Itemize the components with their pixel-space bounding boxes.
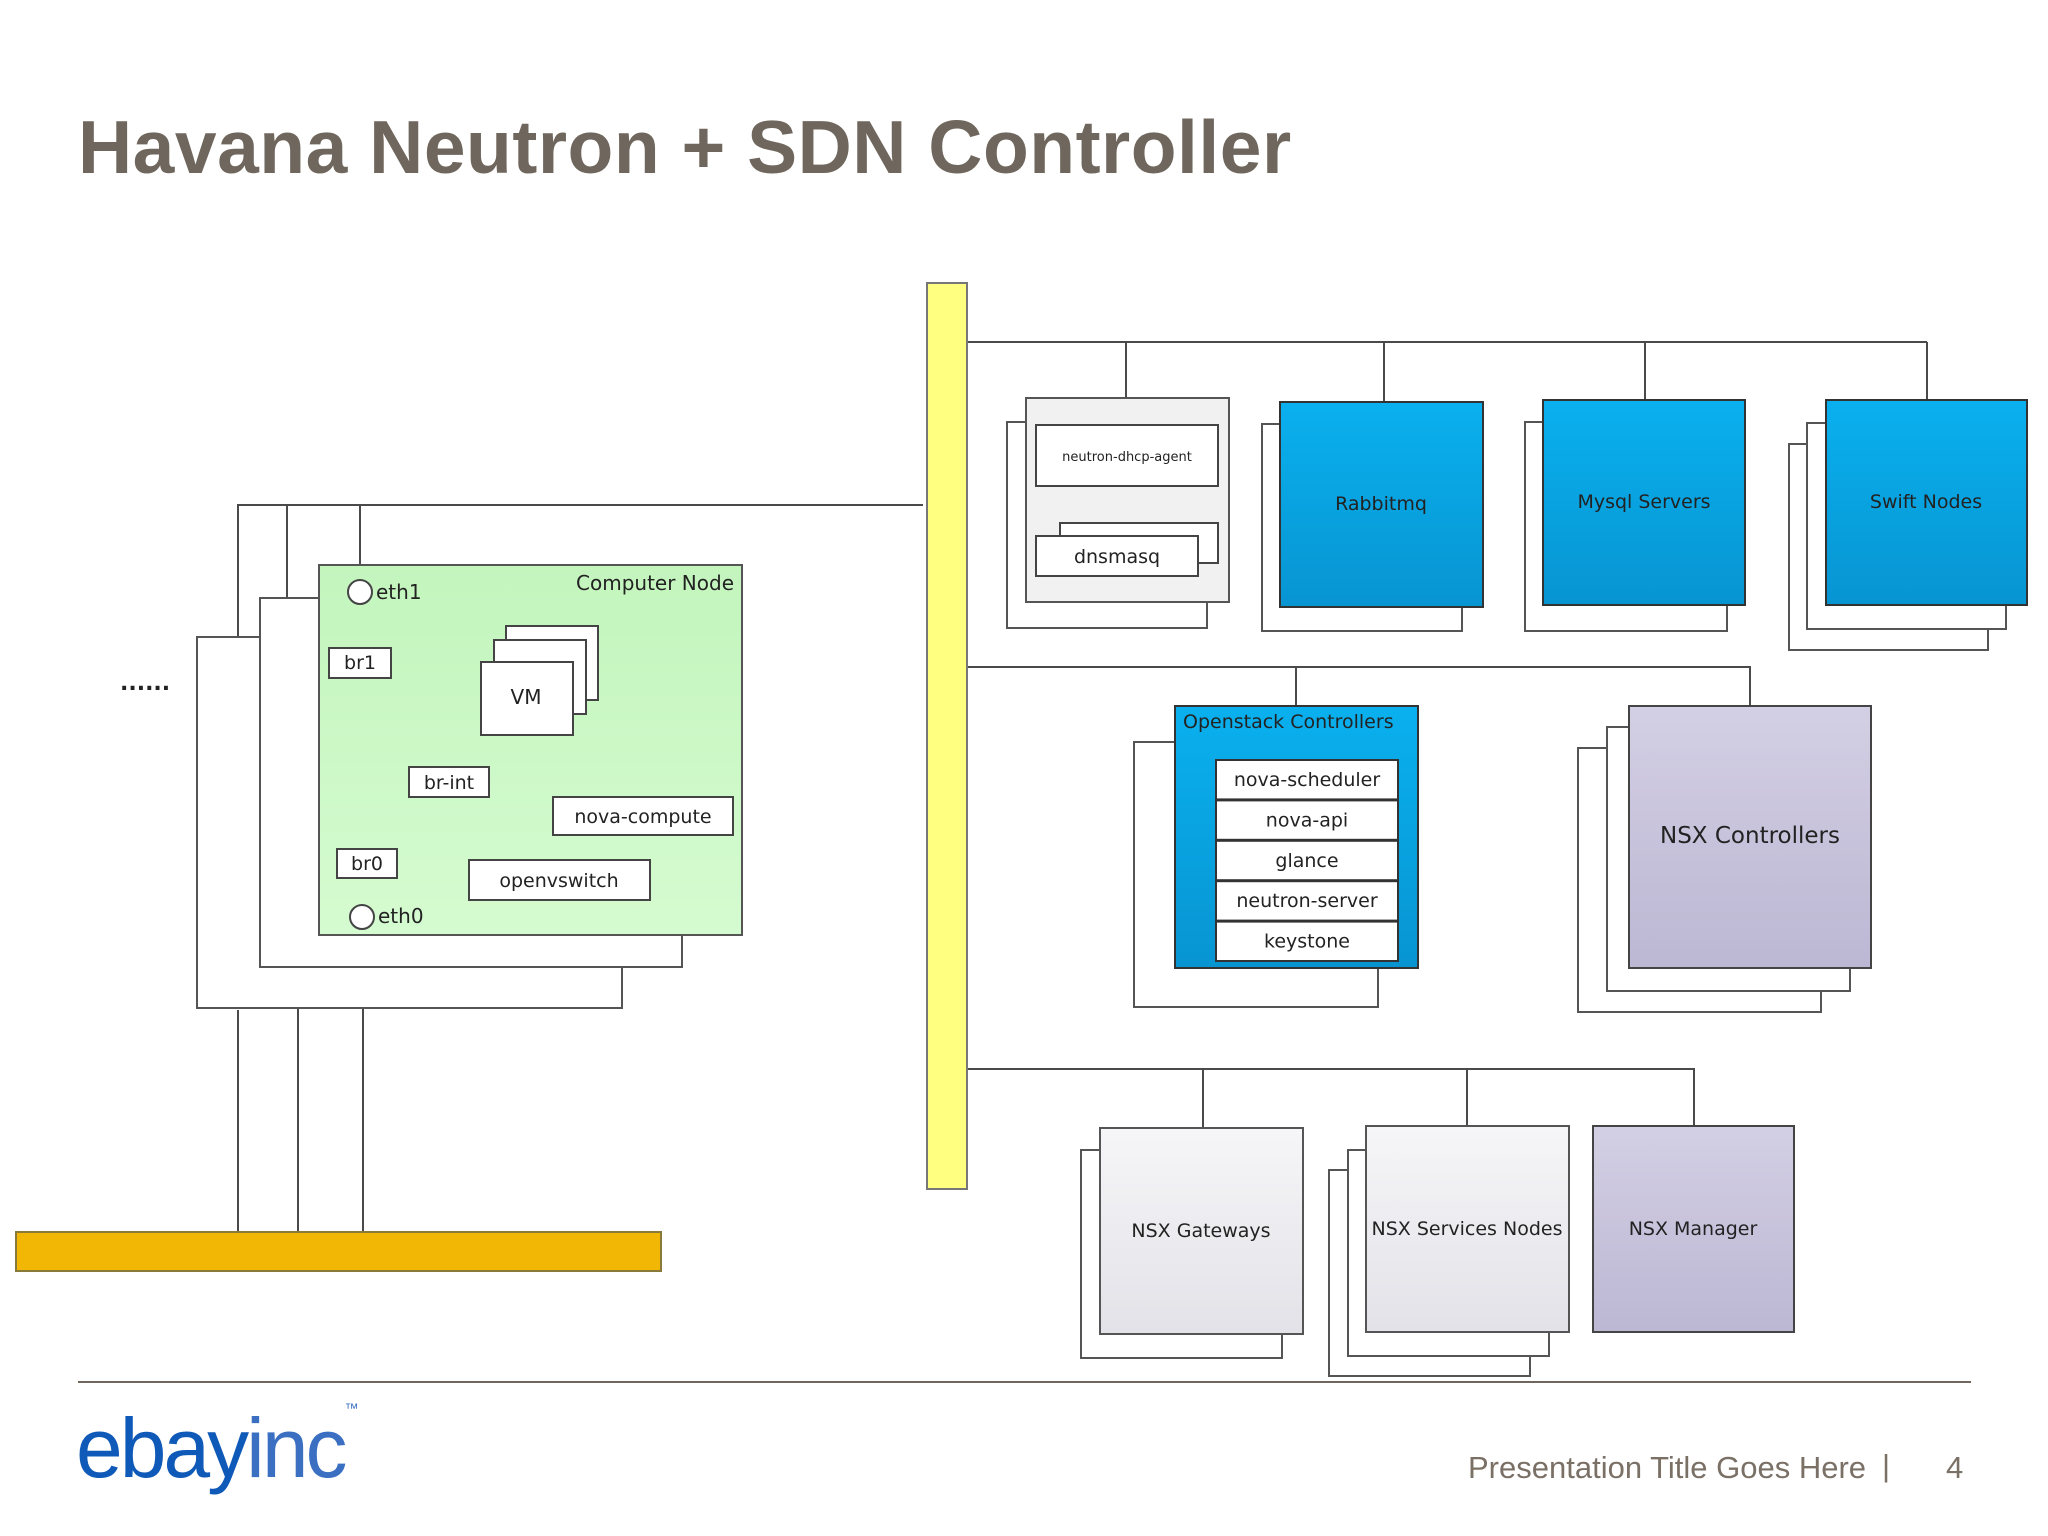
br-int-label: br-int: [424, 772, 474, 794]
openstack-service-row: [1215, 920, 1399, 962]
openstack-service-label: glance: [1275, 850, 1338, 872]
logo-inc: inc: [246, 1401, 347, 1495]
nsx-controllers-group: NSX Controllers: [1577, 705, 1872, 1013]
footer-separator: |: [1882, 1448, 1891, 1483]
openstack-service-label: neutron-server: [1236, 890, 1377, 912]
more-nodes-ellipsis: ......: [120, 671, 170, 696]
nsx-manager-label: NSX Manager: [1629, 1218, 1758, 1240]
eth1-port-icon: [347, 579, 373, 605]
neutron-dhcp-agent-label: neutron-dhcp-agent: [1062, 450, 1192, 465]
neutron-dhcp-agent-box: [1035, 424, 1219, 487]
nsx-controllers-label: NSX Controllers: [1660, 823, 1840, 849]
eth1-label: eth1: [376, 580, 422, 604]
eth0-label: eth0: [378, 904, 424, 928]
nsx-services-nodes-label: NSX Services Nodes: [1372, 1218, 1563, 1240]
dnsmasq-box: [1035, 535, 1199, 577]
nsx-gateways-group: NSX Gateways: [1080, 1127, 1304, 1359]
openstack-service-row: [1215, 839, 1399, 882]
nsx-manager-group: NSX Manager: [1592, 1125, 1795, 1333]
openstack-controllers-label: Openstack Controllers: [1183, 711, 1394, 733]
nsx-gateways-label: NSX Gateways: [1131, 1220, 1270, 1242]
openstack-controllers-group: Openstack Controllers nova-schedulernova…: [1133, 705, 1419, 1008]
ebay-inc-logo: ebayinc™: [76, 1400, 359, 1497]
logo-ebay: ebay: [76, 1401, 249, 1495]
dhcp-agent-group: neutron-dhcp-agent dnsmasq: [1006, 397, 1230, 629]
swift-group: Swift Nodes: [1788, 399, 2028, 651]
swift-label: Swift Nodes: [1870, 491, 1982, 513]
footer-presentation-title: Presentation Title Goes Here: [1468, 1450, 1867, 1485]
br0-label: br0: [351, 853, 383, 875]
br-int-box: [408, 766, 490, 798]
openstack-service-label: nova-api: [1266, 809, 1348, 831]
eth0-port-icon: [349, 904, 375, 930]
vm-label: VM: [511, 685, 542, 709]
openvswitch-box: [468, 859, 651, 901]
rabbitmq-group: Rabbitmq: [1261, 401, 1484, 632]
compute-node-stack: Computer Node eth1 br1 VM br-int nova-co…: [196, 564, 743, 1009]
mysql-label: Mysql Servers: [1577, 491, 1710, 513]
vm-box: [480, 661, 574, 736]
openvswitch-label: openvswitch: [499, 870, 618, 892]
page-number: 4: [1946, 1450, 1964, 1485]
mysql-group: Mysql Servers: [1524, 399, 1746, 632]
openstack-service-row: [1215, 759, 1399, 801]
openstack-services-list: nova-scheduler nova-api glance neutron-serv…: [1215, 759, 1399, 962]
external-network-bus: [15, 1231, 662, 1272]
nsx-services-nodes-group: NSX Services Nodes: [1328, 1125, 1570, 1377]
logo-trademark: ™: [344, 1400, 359, 1416]
footer-divider: [78, 1381, 1971, 1383]
nova-compute-label: nova-compute: [574, 806, 711, 828]
rabbitmq-label: Rabbitmq: [1335, 493, 1427, 515]
nova-compute-box: [552, 796, 734, 836]
br1-box: [328, 647, 392, 679]
openstack-service-label: nova-scheduler: [1234, 769, 1381, 791]
management-network-bus: [926, 282, 968, 1190]
compute-node-label: Computer Node: [576, 571, 734, 595]
openstack-service-label: keystone: [1264, 931, 1350, 953]
openstack-service-row: [1215, 880, 1399, 922]
dnsmasq-label: dnsmasq: [1074, 546, 1160, 568]
br1-label: br1: [344, 652, 376, 674]
br0-box: [336, 848, 398, 879]
slide-title: Havana Neutron + SDN Controller: [78, 105, 1292, 189]
